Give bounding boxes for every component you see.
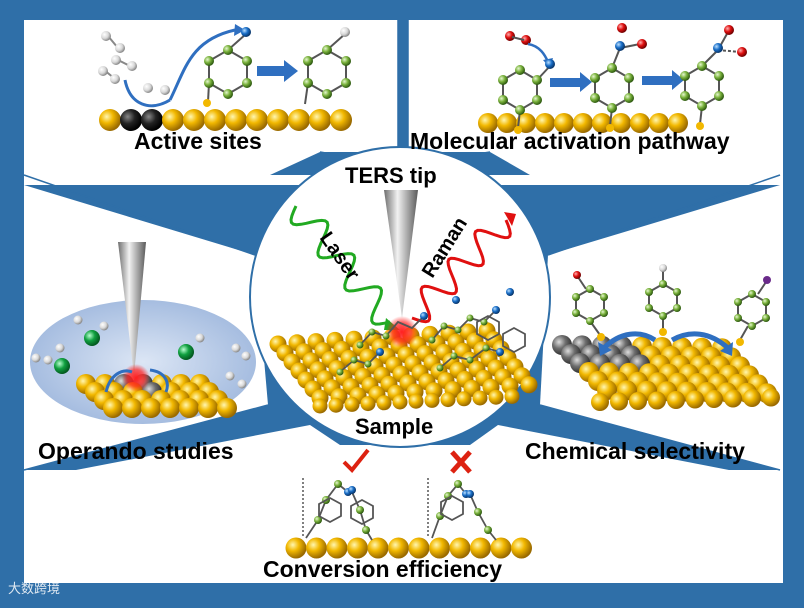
atom — [312, 398, 328, 414]
atom — [217, 398, 237, 418]
activation-pathway-molecules — [498, 23, 747, 134]
atom — [267, 109, 289, 131]
atom — [120, 109, 142, 131]
cross-mark-icon — [450, 450, 472, 474]
atom — [204, 109, 226, 131]
atom — [648, 391, 666, 410]
atom — [141, 109, 163, 131]
active-sites-molecules — [98, 24, 351, 108]
conversion-surface — [285, 537, 532, 559]
raman-wave — [411, 219, 512, 324]
atom — [367, 537, 389, 559]
atom — [535, 113, 555, 133]
atom — [470, 537, 491, 559]
atom — [328, 397, 344, 413]
atom — [762, 388, 780, 407]
atom — [649, 113, 669, 133]
atom — [520, 376, 538, 394]
atom — [610, 392, 628, 411]
atom — [686, 390, 704, 409]
atom — [306, 537, 327, 559]
atom — [488, 389, 504, 405]
atom — [705, 390, 723, 408]
atom — [160, 398, 180, 418]
atom — [360, 396, 376, 412]
atom — [330, 109, 352, 131]
check-mark-icon — [342, 448, 370, 473]
atom — [724, 389, 742, 408]
atom — [408, 537, 430, 559]
selectivity-surface — [552, 335, 780, 411]
atom — [162, 109, 184, 131]
atom — [478, 113, 498, 133]
active-sites-surface — [99, 109, 352, 131]
atom — [122, 398, 142, 418]
panel-conversion — [24, 425, 780, 583]
ters-tip — [384, 190, 418, 318]
atom — [99, 109, 121, 131]
atom — [449, 537, 471, 559]
label-operando-studies: Operando studies — [38, 438, 234, 464]
atom — [198, 398, 218, 418]
atom — [408, 393, 424, 409]
atom — [667, 391, 685, 409]
label-sample: Sample — [355, 414, 434, 439]
atom — [309, 109, 331, 131]
atom — [743, 389, 761, 407]
laser-wave — [289, 205, 391, 326]
atom — [285, 537, 307, 559]
atom — [554, 113, 574, 133]
atom — [141, 398, 161, 418]
atom — [246, 109, 268, 131]
atom — [440, 392, 456, 408]
center-illustration — [289, 190, 526, 376]
atom — [490, 537, 512, 559]
conversion-molecules — [302, 448, 497, 541]
atom — [472, 390, 488, 406]
atom — [429, 537, 450, 559]
atom — [183, 109, 205, 131]
operando-molecules — [31, 242, 251, 393]
atom — [344, 396, 360, 412]
atom — [668, 113, 688, 133]
atom — [573, 113, 593, 133]
atom — [376, 395, 392, 411]
atom — [424, 392, 440, 408]
label-ters-tip: TERS tip — [345, 163, 437, 188]
atom — [179, 398, 199, 418]
atom — [225, 109, 247, 131]
activation-pathway-surface — [478, 113, 688, 133]
atom — [630, 113, 650, 133]
watermark: 大数跨境 — [8, 581, 61, 596]
atom — [288, 109, 310, 131]
atom — [629, 392, 647, 410]
atom — [326, 537, 348, 559]
atom — [611, 113, 631, 133]
center-benzene — [476, 314, 500, 342]
label-conversion-efficiency: Conversion efficiency — [263, 556, 503, 582]
atom — [504, 388, 520, 404]
atom — [347, 537, 368, 559]
label-activation-pathway: Molecular activation pathway — [410, 128, 730, 154]
selectivity-molecules — [572, 264, 771, 356]
label-active-sites: Active sites — [134, 128, 262, 154]
atom — [497, 113, 517, 133]
atom — [511, 537, 532, 559]
atom — [392, 394, 408, 410]
label-chemical-selectivity: Chemical selectivity — [525, 438, 745, 464]
atom — [388, 537, 409, 559]
atom — [591, 393, 609, 411]
atom — [456, 391, 472, 407]
atom — [103, 398, 123, 418]
